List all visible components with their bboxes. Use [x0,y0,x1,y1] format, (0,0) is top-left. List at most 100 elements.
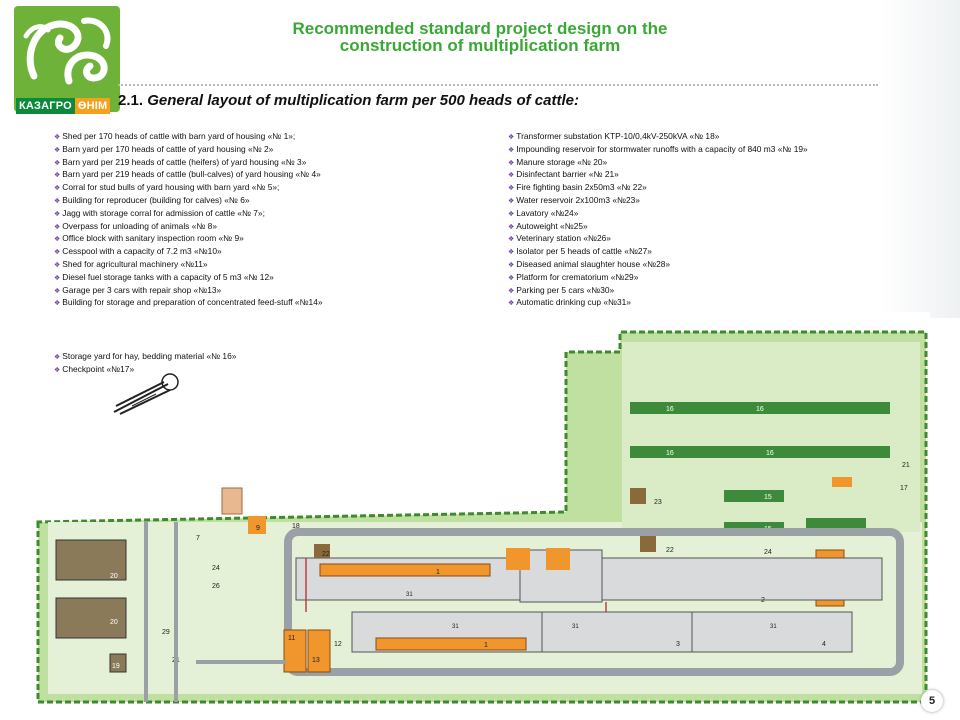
building-13 [307,629,331,673]
label-20-a: 20 [110,573,118,580]
label-16-c: 16 [666,450,674,457]
legend-item: Cesspool with a capacity of 7.2 m3 «№10» [54,246,323,259]
building-2 [601,557,883,601]
section-heading: 2.1. General layout of multiplication fa… [118,92,579,109]
label-16-d: 16 [766,450,774,457]
legend-item: Garage per 3 cars with repair shop «№13» [54,285,323,298]
logo-brand-b: ӨНІМ [74,98,111,114]
plan-inner-site [48,522,922,694]
building-29-pad [221,487,243,515]
label-22-right: 22 [666,547,674,554]
legend-item: Building for reproducer (building for ca… [54,195,323,208]
legend-item: Building for storage and preparation of … [54,297,322,310]
legend-item: Corral for stud bulls of yard housing wi… [54,182,323,195]
building-center-b [546,548,570,570]
building-15-c [806,518,866,530]
legend-item: Automatic drinking cup «№31» [508,297,808,310]
title-line-1: Recommended standard project design on t… [292,19,668,38]
label-31-c: 31 [572,624,579,630]
label-2: 2 [761,597,765,604]
legend-item: Overpass for unloading of animals «№ 8» [54,221,323,234]
label-11: 11 [288,635,295,642]
label-21: 21 [902,462,910,469]
label-9: 9 [256,525,260,532]
label-29: 29 [162,629,170,636]
label-22-left: 22 [322,551,330,558]
legend-item: Transformer substation KTP-10/0,4kV-250k… [508,131,808,144]
legend-item: Shed for agricultural machinery «№11» [54,259,323,272]
label-7: 7 [196,535,200,542]
legend-item: Fire fighting basin 2x50m3 «№ 22» [508,182,808,195]
building-1-bottom-feed [375,637,527,651]
plan-upper-yard [622,342,920,532]
building-9 [248,516,266,534]
legend-item: Platform for crematorium «№29» [508,272,808,285]
building-19 [109,653,127,673]
north-arrow-icon [113,373,179,415]
legend-item: Storage yard for hay, bedding material «… [54,351,236,364]
service-roads [144,522,286,702]
building-4 [691,611,853,653]
building-20-a [55,539,127,581]
logo-emblem [14,6,120,112]
label-31-b: 31 [452,624,459,630]
legend-item: Lavatory «№24» [508,208,808,221]
label-23: 23 [654,499,662,506]
building-15-a [724,490,784,502]
legend-item: Diesel fuel storage tanks with a capacit… [54,272,323,285]
legend-list-left-continued: Storage yard for hay, bedding material «… [54,351,236,377]
title-line-2: construction of multiplication farm [339,36,621,55]
legend-item: Parking per 5 cars «№30» [508,285,808,298]
label-12: 12 [334,641,342,648]
label-3: 3 [676,641,680,648]
legend-list-right: Transformer substation KTP-10/0,4kV-250k… [508,131,808,310]
building-23 [630,488,646,504]
label-31-a: 31 [406,592,413,598]
label-15-a: 15 [764,494,772,501]
building-22-left [314,544,330,558]
legend-item: Barn yard per 219 heads of cattle (bull-… [54,169,323,182]
label-1-bottom: 1 [484,642,488,649]
building-22-right [640,534,656,552]
page-number: 5 [921,690,943,712]
logo-ornament-icon [23,17,111,85]
legend-item: Office block with sanitary inspection ro… [54,233,323,246]
logo-brand-a: КАЗАГРО [16,98,75,114]
label-19: 19 [112,663,120,670]
legend-item: Isolator per 5 heads of cattle «№27» [508,246,808,259]
label-24-left: 24 [212,565,220,572]
ring-road [284,528,904,676]
building-16-a [630,402,890,414]
building-3 [541,611,693,653]
legend-item: Shed per 170 heads of cattle with barn y… [54,131,323,144]
legend-item: Impounding reservoir for stormwater runo… [508,144,807,157]
decorative-gradient [880,0,960,318]
dotted-divider [118,84,878,86]
building-11 [283,629,307,673]
legend-item: Checkpoint «№17» [54,364,236,377]
label-1-top: 1 [436,569,440,576]
building-center-a [506,548,530,570]
legend-item: Manure storage «№ 20» [508,157,808,170]
site-plan: 16 16 16 16 15 15 14 21 17 23 22 24 1 2 [26,312,930,706]
building-16-b [630,446,890,458]
label-24-right: 24 [764,549,772,556]
label-17: 17 [900,485,908,492]
label-18: 18 [292,523,300,530]
legend-item: Water reservoir 2x100m3 «№23» [508,195,808,208]
legend-item: Veterinary station «№26» [508,233,808,246]
legend-item: Jagg with storage corral for admission o… [54,208,323,221]
legend-item: Diseased animal slaughter house «№28» [508,259,808,272]
utility-lines [305,558,607,612]
legend-item: Disinfectant barrier «№ 21» [508,169,808,182]
legend-item: Autoweight «№25» [508,221,808,234]
label-31-d: 31 [770,624,777,630]
section-title: General layout of multiplication farm pe… [147,92,579,109]
legend-item: Barn yard per 170 heads of cattle of yar… [54,144,323,157]
label-20-b: 20 [110,619,118,626]
label-16-b: 16 [756,406,764,413]
label-16-a: 16 [666,406,674,413]
